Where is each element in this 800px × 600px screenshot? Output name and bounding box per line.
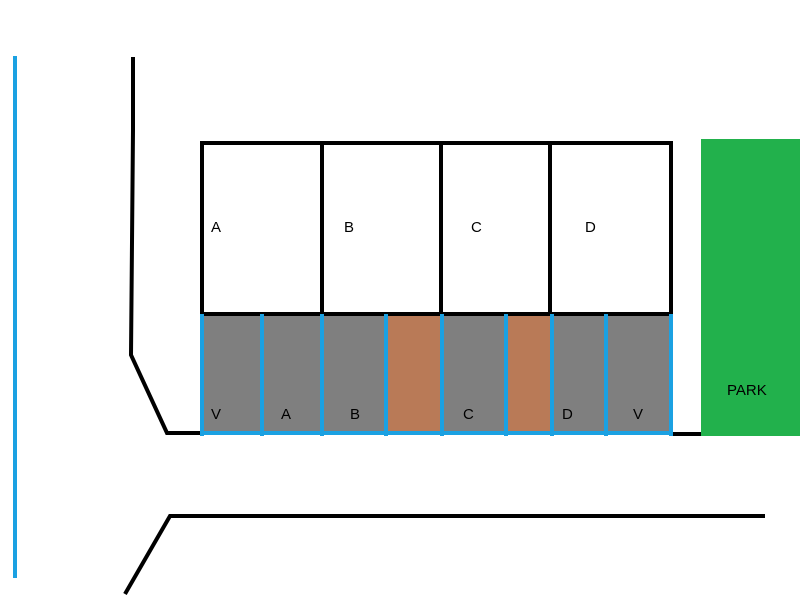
parking-space-a [262,316,322,434]
parking-space-c [442,316,506,434]
parking-label-b: B [350,406,360,423]
building-label-b: B [344,219,354,236]
building-label-a: A [211,219,221,236]
buildings-group: A B C D [200,141,673,316]
building-label-c: C [471,219,482,236]
road-edge-upper [128,57,202,435]
parking-row: V A B C D V [200,314,673,436]
parking-space-b [322,316,386,434]
parking-space-brown-1 [386,316,442,434]
building-c [439,141,552,316]
parking-space-v-right [606,316,672,434]
parking-label-d: D [562,406,573,423]
parking-label-v-right: V [633,406,643,423]
parking-space-brown-2 [506,316,552,434]
building-d [548,141,673,316]
parking-label-v-left: V [211,406,221,423]
parking-space-v-left [202,316,262,434]
parking-label-c: C [463,406,474,423]
building-b [320,141,443,316]
parking-label-a: A [281,406,291,423]
parking-space-d [552,316,606,434]
park-area [701,139,800,436]
park-label: PARK [727,382,767,399]
building-label-d: D [585,219,596,236]
road-edge-lower [123,514,765,595]
